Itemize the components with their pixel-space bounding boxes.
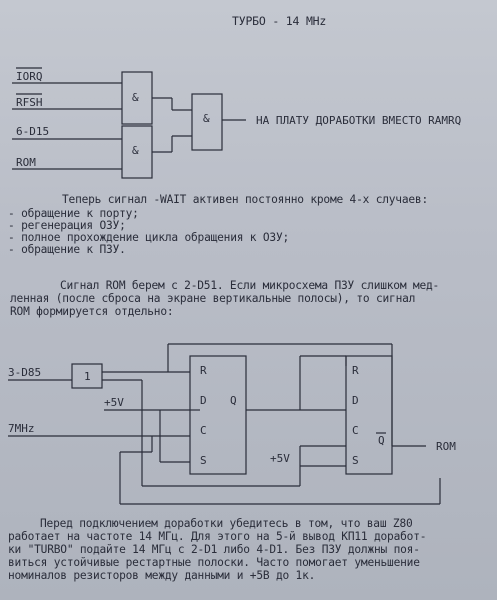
input-iorq-label: IORQ	[16, 70, 43, 83]
paragraph-rom-line: ROM формируется отдельно:	[10, 305, 174, 318]
paragraph-final-line: виться устойчивые рестартные полоски. Ча…	[8, 556, 420, 569]
paragraph-final-line: номиналов резисторов между данными и +5В…	[8, 569, 316, 582]
input-rom-label: ROM	[16, 156, 36, 169]
buffer-element	[71, 363, 103, 389]
ff2-pin-s: S	[352, 454, 359, 467]
flip-flop-2	[345, 355, 393, 475]
paragraph-final-line: ки "TURBO" подайте 14 МГц с 2-D1 либо 4-…	[8, 543, 420, 556]
gate-1-symbol: &	[132, 91, 139, 104]
ff1-pin-r: R	[200, 364, 207, 377]
gate-3-symbol: &	[203, 112, 210, 125]
clock-input-label: 7MHz	[8, 422, 35, 435]
input-d85-label: 3-D85	[8, 366, 41, 379]
ff1-pin-s: S	[200, 454, 207, 467]
paragraph-final-line: Перед подключением доработки убедитесь в…	[40, 517, 413, 530]
page-title: ТУРБО - 14 MHz	[232, 14, 327, 28]
ff2-pin-q: Q	[378, 434, 385, 447]
ff1-pin-c: C	[200, 424, 207, 437]
paragraph-rom-line: Сигнал ROM берем с 2-D51. Если микросхем…	[60, 279, 440, 292]
gate-2-symbol: &	[132, 144, 139, 157]
ff2-pin-r: R	[352, 364, 359, 377]
list-item: - регенерация ОЗУ;	[8, 219, 126, 232]
paragraph-rom-line: ленная (после сброса на экране вертикаль…	[10, 292, 416, 305]
buffer-label: 1	[84, 370, 91, 383]
input-d15-label: 6-D15	[16, 125, 49, 138]
ff2-pin-d: D	[352, 394, 359, 407]
list-item: - обращение к порту;	[8, 207, 139, 220]
plus5v-label-1: +5V	[104, 396, 124, 409]
ff1-pin-d: D	[200, 394, 207, 407]
paragraph-wait-intro: Теперь сигнал -WAIT активен постоянно кр…	[62, 193, 428, 206]
rom-output-label: ROM	[436, 440, 456, 453]
ff1-pin-q: Q	[230, 394, 237, 407]
input-rfsh-label: RFSH	[16, 96, 43, 109]
list-item: - полное прохождение цикла обращения к О…	[8, 231, 290, 244]
and-gate-3	[191, 93, 223, 151]
plus5v-label-2: +5V	[270, 452, 290, 465]
ff2-pin-c: C	[352, 424, 359, 437]
output-label: НА ПЛАТУ ДОРАБОТКИ ВМЕСТО RAMRQ	[256, 114, 461, 127]
flip-flop-1	[189, 355, 247, 475]
list-item: - обращение к ПЗУ.	[8, 243, 126, 256]
paragraph-final-line: работает на частоте 14 МГц. Для этого на…	[8, 530, 427, 543]
